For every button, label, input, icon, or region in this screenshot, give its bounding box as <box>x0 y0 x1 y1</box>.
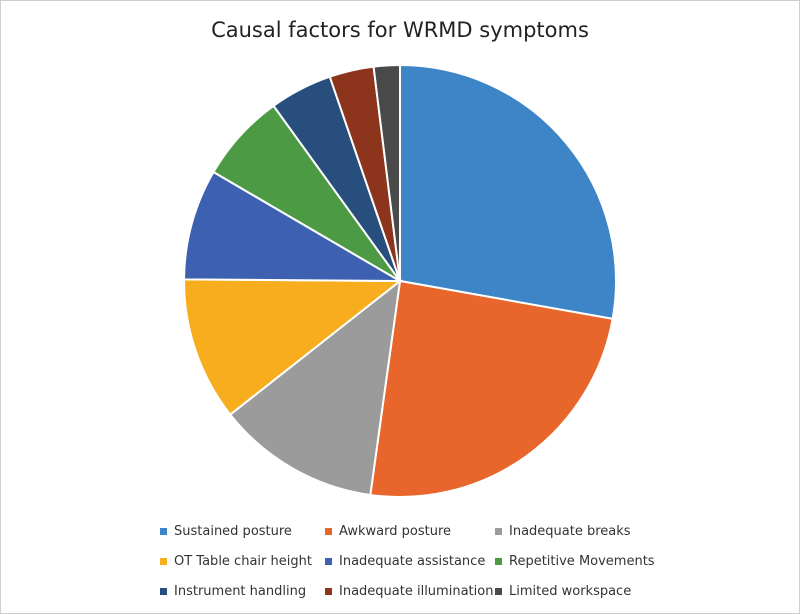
legend-label: Limited workspace <box>509 583 632 599</box>
legend-swatch <box>495 557 502 565</box>
legend-item: Inadequate assistance <box>325 550 495 572</box>
legend-swatch <box>160 527 167 535</box>
legend-item: Inadequate breaks <box>495 520 680 542</box>
legend-swatch <box>325 587 332 595</box>
pie-slice-ot-table-chair-height <box>183 278 403 416</box>
pie-slice-awkward-posture <box>369 279 614 498</box>
pie-slice-inadequate-assistance <box>183 170 404 283</box>
legend-label: Awkward posture <box>339 523 451 539</box>
legend-swatch <box>495 587 502 595</box>
legend-item: OT Table chair height <box>160 550 325 572</box>
legend-label: Instrument handling <box>174 583 307 599</box>
legend-swatch <box>325 527 332 535</box>
pie-slice-sustained-posture <box>399 63 617 321</box>
legend-swatch <box>160 557 167 565</box>
legend-label: Repetitive Movements <box>509 553 655 569</box>
chart-title: Causal factors for WRMD symptoms <box>211 18 589 42</box>
legend-item: Instrument handling <box>160 580 325 602</box>
legend-item: Sustained posture <box>160 520 325 542</box>
legend-item: Repetitive Movements <box>495 550 680 572</box>
legend-label: Sustained posture <box>174 523 292 539</box>
legend-label: Inadequate breaks <box>509 523 631 539</box>
pie-slice-inadequate-breaks <box>228 278 402 497</box>
legend-label: Inadequate assistance <box>339 553 486 569</box>
legend-swatch <box>160 587 167 595</box>
legend-item: Limited workspace <box>495 580 680 602</box>
legend-swatch <box>495 527 502 535</box>
legend-item: Inadequate illumination <box>325 580 495 602</box>
legend-label: Inadequate illumination <box>339 583 494 599</box>
legend-swatch <box>325 557 332 565</box>
legend-item: Awkward posture <box>325 520 495 542</box>
pie-chart <box>183 63 617 498</box>
legend-label: OT Table chair height <box>174 553 312 569</box>
pie-slice-limited-workspace <box>372 63 401 282</box>
